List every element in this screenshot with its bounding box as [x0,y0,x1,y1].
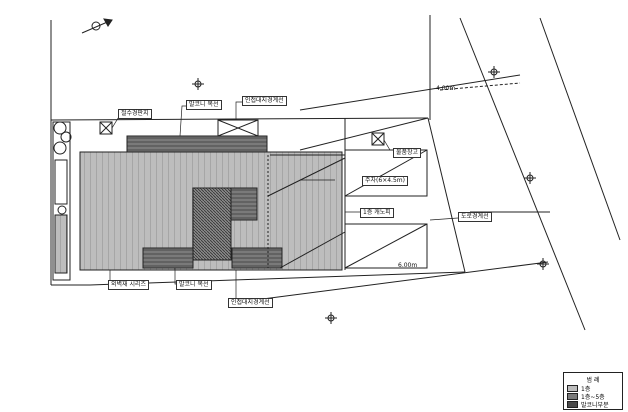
label-ground-canopy: 1층 캐노피 [360,208,394,218]
legend-item: 1층 [567,384,590,393]
label-adjacent-boundary-top: 인접대지경계선 [242,96,287,106]
site-boundary [50,20,466,286]
legend-item: 발코니부분 [567,400,609,409]
label-parking-space: 주차(6×4.5m) [362,176,408,186]
dimension-bottom: 6.00m [398,262,418,269]
survey-markers [192,66,549,324]
label-adjacent-boundary-bottom: 인접대지경계선 [228,298,273,308]
landscape-strip [52,121,72,281]
legend-item: 1층~5층 [567,392,605,401]
legend-title: 범 례 [586,377,600,384]
label-outdoor-wall: 외벽재 시리즈 [108,280,150,290]
legend-swatch-dark [567,401,578,408]
label-road-boundary: 도로경계선 [458,212,492,222]
parking-area [267,117,429,270]
legend-swatch-light [567,385,578,392]
legend-label: 발코니부분 [581,402,609,409]
legend: 범 례 1층 1층~5층 발코니부분 [563,372,623,410]
balcony-bottom-right [231,247,283,269]
dimension-top-road: 4.00m [436,85,456,92]
label-balcony-top: 발코니 목선 [186,100,222,110]
balcony-top [126,135,268,153]
label-water-tank: 절수경판지 [118,109,152,119]
core-block [230,187,258,221]
north-arrow-icon [81,18,113,34]
label-balcony-bottom: 발코니 목선 [176,280,212,290]
legend-swatch-medium [567,393,578,400]
core-upper [192,187,232,261]
legend-label: 1층 [581,386,591,393]
legend-label: 1층~5층 [581,394,605,401]
balcony-bottom-left [142,247,194,269]
label-mech-room: 물품창고 [393,148,422,158]
